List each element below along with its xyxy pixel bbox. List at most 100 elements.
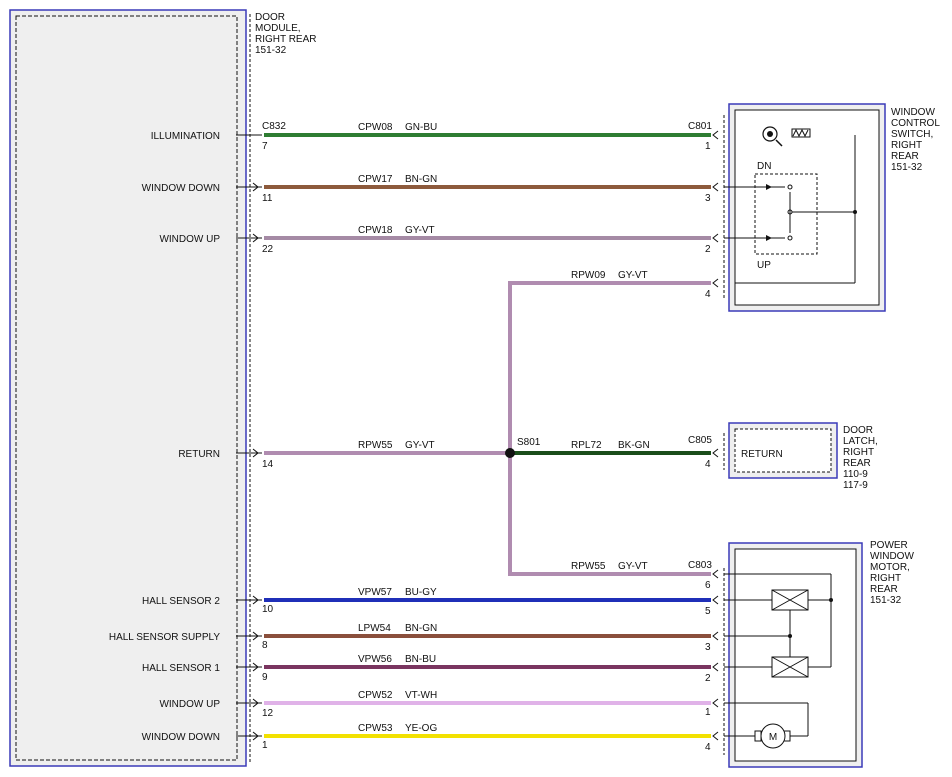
window-switch-title-1: WINDOW xyxy=(891,107,935,118)
door-module-title-1: DOOR xyxy=(255,12,285,23)
window-switch-title-2: CONTROL xyxy=(891,118,940,129)
door-module-inner-frame xyxy=(15,15,238,761)
far-pin-number: 3 xyxy=(705,642,711,653)
pin-number: 11 xyxy=(262,193,273,204)
color-code-label: GY-VT xyxy=(618,561,648,572)
door-latch-title-4: REAR xyxy=(843,458,871,469)
motor-junction-dot xyxy=(829,598,833,602)
door-latch-title-2: LATCH, xyxy=(843,436,878,447)
window-switch-title-4: RIGHT xyxy=(891,140,922,151)
pin-label-window-up-2: WINDOW UP xyxy=(159,699,220,710)
circuit-label: VPW56 xyxy=(358,654,392,665)
pin-number: 9 xyxy=(262,672,268,683)
circuit-label: CPW53 xyxy=(358,723,393,734)
window-switch-title-6: 151-32 xyxy=(891,162,923,173)
door-latch-return-label: RETURN xyxy=(741,449,783,460)
splice-s801-dot xyxy=(505,448,515,458)
far-pin-number: 2 xyxy=(705,244,711,255)
hall-sensor-2-icon xyxy=(771,589,809,611)
splice-label: S801 xyxy=(517,437,541,448)
far-pin-number: 4 xyxy=(705,742,711,753)
far-pin-number: 1 xyxy=(705,141,711,152)
window-motor-title-2: WINDOW xyxy=(870,551,914,562)
color-code-label: YE-OG xyxy=(405,723,437,734)
pin-label-hall-sensor-supply: HALL SENSOR SUPPLY xyxy=(109,632,220,643)
far-pin-number: 4 xyxy=(705,459,711,470)
color-code-label: GN-BU xyxy=(405,122,437,133)
window-switch-title-3: SWITCH, xyxy=(891,129,933,140)
pin-number: 8 xyxy=(262,640,268,651)
pin-label-window-down-2: WINDOW DOWN xyxy=(142,732,220,743)
circuit-label: RPW09 xyxy=(571,270,606,281)
pin-label-window-up: WINDOW UP xyxy=(159,234,220,245)
switch-arrowheads xyxy=(766,184,772,241)
color-code-label: BN-GN xyxy=(405,623,437,634)
far-pin-number: 5 xyxy=(705,606,711,617)
circuit-label: CPW17 xyxy=(358,174,393,185)
color-code-label: GY-VT xyxy=(618,270,648,281)
window-motor-title-3: MOTOR, xyxy=(870,562,910,573)
door-latch-title-5: 110-9 xyxy=(843,469,868,480)
pin-number: 22 xyxy=(262,244,274,255)
circuit-label: VPW57 xyxy=(358,587,392,598)
pin-label-hall-sensor-2: HALL SENSOR 2 xyxy=(142,596,220,607)
window-motor-title-4: RIGHT xyxy=(870,573,901,584)
pin-number: 10 xyxy=(262,604,274,615)
door-latch-title-3: RIGHT xyxy=(843,447,874,458)
circuit-label: RPW55 xyxy=(358,440,393,451)
switch-junction-dot xyxy=(853,210,857,214)
connector-chevrons-right xyxy=(712,130,719,741)
circuit-label: CPW52 xyxy=(358,690,393,701)
connector-chevrons-left xyxy=(252,182,259,741)
pin-label-return: RETURN xyxy=(178,449,220,460)
door-module-frame xyxy=(9,9,247,767)
motor-icon xyxy=(754,723,791,749)
color-code-label: BK-GN xyxy=(618,440,650,451)
color-code-label: BN-GN xyxy=(405,174,437,185)
connector-c805-label: C805 xyxy=(688,435,712,446)
far-pin-number: 2 xyxy=(705,673,711,684)
far-pin-number: 4 xyxy=(705,289,711,300)
pin-label-window-down: WINDOW DOWN xyxy=(142,183,220,194)
window-motor-title-6: 151-32 xyxy=(870,595,902,606)
motor-internal-wiring xyxy=(724,573,832,737)
pin-number: 12 xyxy=(262,708,274,719)
color-code-label: GY-VT xyxy=(405,440,435,451)
window-motor-inner xyxy=(734,548,857,762)
dn-label: DN xyxy=(757,161,771,172)
circuit-label: RPW55 xyxy=(571,561,606,572)
connector-c803-label: C803 xyxy=(688,560,712,571)
far-pin-number: 6 xyxy=(705,580,711,591)
wire-rpw09 xyxy=(508,281,711,576)
motor-label: M xyxy=(769,732,777,743)
connector-c801-label: C801 xyxy=(688,121,712,132)
circuit-label: RPL72 xyxy=(571,440,602,451)
switch-contacts xyxy=(724,135,856,284)
window-motor-title-1: POWER xyxy=(870,540,908,551)
pin-number: 7 xyxy=(262,141,268,152)
pin-label-hall-sensor-1: HALL SENSOR 1 xyxy=(142,663,220,674)
far-pin-number: 1 xyxy=(705,707,711,718)
circuit-label: CPW08 xyxy=(358,122,393,133)
far-pin-number: 3 xyxy=(705,193,711,204)
lamp-icon xyxy=(762,126,783,147)
color-code-label: BU-GY xyxy=(405,587,437,598)
resistor-icon xyxy=(791,128,811,138)
window-switch-inner xyxy=(734,109,880,306)
color-code-label: GY-VT xyxy=(405,225,435,236)
door-latch-title-1: DOOR xyxy=(843,425,873,436)
door-module-title-2: MODULE, xyxy=(255,23,301,34)
door-latch-title-6: 117-9 xyxy=(843,480,868,491)
wire-runs xyxy=(264,133,711,738)
door-latch-inner xyxy=(734,428,832,473)
window-motor-title-5: REAR xyxy=(870,584,898,595)
door-module-title-3: RIGHT REAR xyxy=(255,34,317,45)
color-code-label: BN-BU xyxy=(405,654,436,665)
pin-number: 1 xyxy=(262,740,268,751)
pin-number: 14 xyxy=(262,459,274,470)
window-switch-dashed xyxy=(754,173,818,255)
door-module-title-4: 151-32 xyxy=(255,45,287,56)
color-code-label: VT-WH xyxy=(405,690,437,701)
circuit-label: CPW18 xyxy=(358,225,393,236)
